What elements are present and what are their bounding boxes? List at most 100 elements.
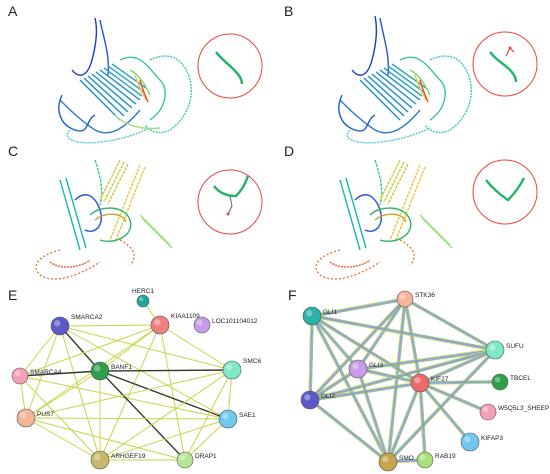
- network-edge: [312, 314, 496, 350]
- network-node-sae1[interactable]: SAE1: [218, 409, 256, 429]
- network-edge: [99, 369, 233, 372]
- network-edge: [312, 299, 406, 318]
- network-edge: [311, 316, 495, 351]
- network-edge: [358, 367, 421, 383]
- network-edge: [99, 370, 229, 420]
- node-highlight: [179, 454, 186, 461]
- node-circle: [90, 450, 110, 470]
- network-edge: [310, 398, 390, 462]
- node-highlight: [54, 320, 61, 327]
- node-highlight: [464, 436, 471, 443]
- magnify-circle-a: [197, 33, 263, 99]
- network-node-rab19[interactable]: RAB19: [416, 451, 456, 469]
- network-edge: [420, 350, 496, 385]
- residue-b: [489, 46, 518, 83]
- network-edge: [419, 349, 495, 383]
- node-label: STK36: [415, 292, 435, 299]
- network-edge: [309, 381, 420, 400]
- network-edge: [311, 316, 358, 370]
- node-highlight: [494, 376, 501, 383]
- node-circle: [50, 316, 70, 336]
- magnify-circle-d: [472, 159, 538, 225]
- residue-c: [213, 175, 250, 216]
- node-label: SUFU: [506, 343, 524, 350]
- network-edge: [59, 325, 101, 372]
- node-label: DRAP1: [195, 453, 217, 460]
- node-label: RAB19: [435, 453, 456, 460]
- network-edge: [25, 417, 229, 420]
- node-highlight: [352, 363, 359, 370]
- node-label: ARHGEF19: [111, 453, 146, 460]
- network-node-gli1[interactable]: GLI1: [302, 306, 337, 326]
- network-edge: [99, 370, 186, 461]
- node-circle: [479, 403, 497, 421]
- network-edge: [404, 299, 495, 351]
- node-circle: [460, 432, 480, 452]
- network-edge: [59, 325, 233, 371]
- network-edge: [25, 369, 233, 419]
- network-node-gli3[interactable]: GLI3: [348, 359, 383, 379]
- network-node-drap1[interactable]: DRAP1: [176, 451, 217, 469]
- network-node-smo[interactable]: SMO: [378, 452, 414, 472]
- network-node-sufu[interactable]: SUFU: [485, 340, 524, 360]
- network-edge: [310, 383, 421, 402]
- network-edge: [310, 299, 406, 401]
- network-node-kiaa1109[interactable]: KIAA1109: [150, 313, 200, 335]
- protein-structure-a: [58, 17, 192, 144]
- node-highlight: [154, 319, 161, 326]
- network-edge: [311, 298, 405, 316]
- network-edge: [309, 315, 312, 400]
- panel-letter-e: E: [8, 287, 17, 303]
- node-circle: [410, 373, 430, 393]
- network-edge: [420, 382, 501, 385]
- network-edge: [310, 316, 314, 401]
- node-label: SMARCA2: [71, 314, 103, 321]
- network-edge: [386, 298, 405, 462]
- node-circle: [11, 367, 29, 385]
- network-node-smarca2[interactable]: SMARCA2: [50, 314, 103, 336]
- network-node-banf1[interactable]: BANF1: [90, 361, 132, 381]
- network-node-kif27[interactable]: KIF27: [410, 373, 449, 393]
- network-node-stk36[interactable]: STK36: [396, 290, 435, 308]
- network-edge: [184, 418, 229, 461]
- network-edge: [311, 297, 405, 316]
- node-label: KIF27: [431, 376, 449, 383]
- node-circle: [396, 290, 414, 308]
- network-edge: [420, 382, 427, 460]
- network-node-tbcel[interactable]: TBCEL: [491, 373, 531, 391]
- network-edge: [309, 349, 495, 400]
- network-edge: [19, 375, 229, 420]
- node-circle: [222, 360, 242, 380]
- network-edge: [403, 299, 420, 384]
- network-node-smarca4[interactable]: SMARCA4: [11, 367, 62, 385]
- network-node-pus7[interactable]: PUS7: [16, 408, 54, 428]
- node-highlight: [482, 406, 489, 413]
- node-label: GLI2: [321, 393, 335, 400]
- network-edge: [358, 350, 496, 370]
- network-edge: [309, 348, 495, 400]
- network-edge: [312, 315, 496, 350]
- network-edge: [159, 324, 186, 461]
- network-node-loc101104012[interactable]: LOC101104012: [193, 316, 258, 334]
- network-edge: [159, 324, 233, 371]
- panel-letter-c: C: [8, 143, 18, 159]
- network-f-edges: [308, 297, 501, 464]
- network-node-gli2[interactable]: GLI2: [300, 390, 335, 410]
- network-node-herc1[interactable]: HERC1: [132, 288, 154, 308]
- node-highlight: [226, 364, 233, 371]
- network-edge: [420, 382, 489, 412]
- node-highlight: [222, 413, 229, 420]
- network-edge: [312, 315, 421, 383]
- network-edge: [184, 369, 233, 461]
- node-circle: [300, 390, 320, 410]
- network-node-kifap3[interactable]: KIFAP3: [460, 432, 503, 452]
- network-node-w5q5l3_sheep[interactable]: W5Q5L3_SHEEP: [479, 403, 549, 421]
- network-edge: [358, 368, 390, 462]
- network-edge: [358, 299, 407, 370]
- magnify-circle-c: [197, 169, 263, 235]
- network-edge: [419, 383, 488, 413]
- network-node-smc6[interactable]: SMC6: [222, 358, 261, 380]
- network-edge: [310, 369, 359, 402]
- network-node-arhgef19[interactable]: ARHGEF19: [90, 450, 146, 470]
